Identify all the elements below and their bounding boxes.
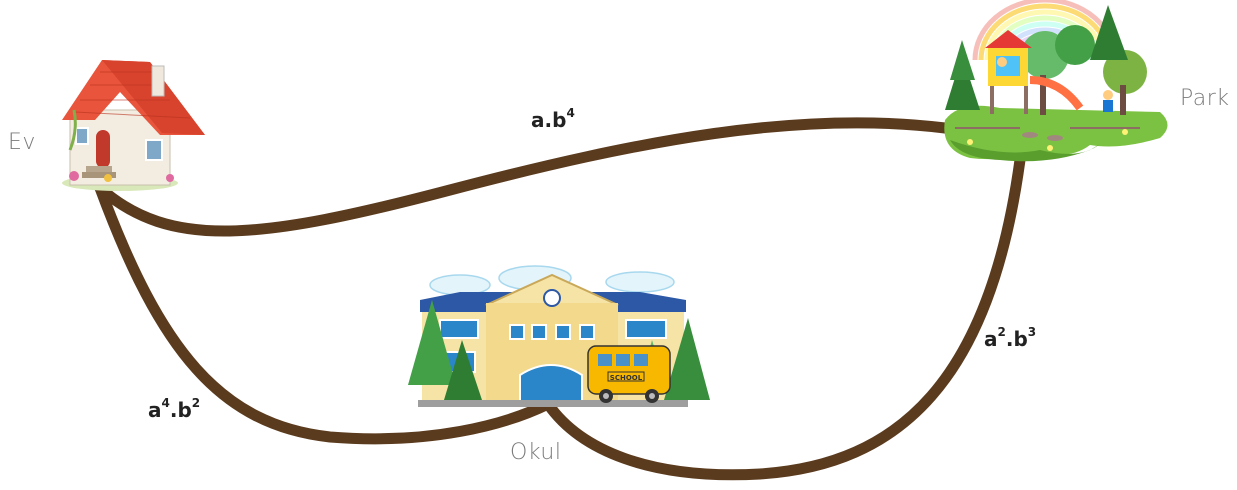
school-illustration: SCHOOL (408, 265, 710, 407)
edge-ev-okul-exp1: 4 (161, 396, 170, 411)
edge-okul-park-exp1: 2 (997, 325, 1006, 340)
bus-sign-text: SCHOOL (610, 374, 643, 382)
edge-ev-okul-sep: . (169, 398, 178, 422)
roads (94, 117, 1026, 481)
house-illustration (62, 60, 205, 191)
edge-label-ev-okul: a4.b2 (148, 396, 201, 422)
road-ev-park (94, 117, 951, 237)
road-okul-park (542, 154, 1026, 481)
edge-ev-okul-base1: a (148, 398, 162, 422)
edge-ev-okul-exp2: 2 (191, 396, 201, 411)
place-label-ev: Ev (8, 130, 36, 155)
edge-ev-park-base1: a (531, 108, 545, 132)
park-illustration (944, 0, 1168, 162)
edge-label-ev-park: a.b4 (531, 106, 575, 132)
edge-ev-park-exp2: 4 (566, 106, 575, 121)
edge-ev-park-sep: . (544, 108, 553, 132)
edge-okul-park-sep: . (1005, 327, 1014, 351)
place-label-okul: Okul (510, 440, 562, 465)
edge-okul-park-base1: a (984, 327, 998, 351)
edge-ev-okul-base2: b (177, 398, 192, 422)
edge-label-okul-park: a2.b3 (984, 325, 1037, 351)
place-label-park: Park (1180, 86, 1230, 111)
edge-okul-park-base2: b (1013, 327, 1028, 351)
road-ev-okul (94, 182, 554, 445)
edge-ev-park-base2: b (552, 108, 567, 132)
edge-okul-park-exp2: 3 (1027, 325, 1037, 340)
